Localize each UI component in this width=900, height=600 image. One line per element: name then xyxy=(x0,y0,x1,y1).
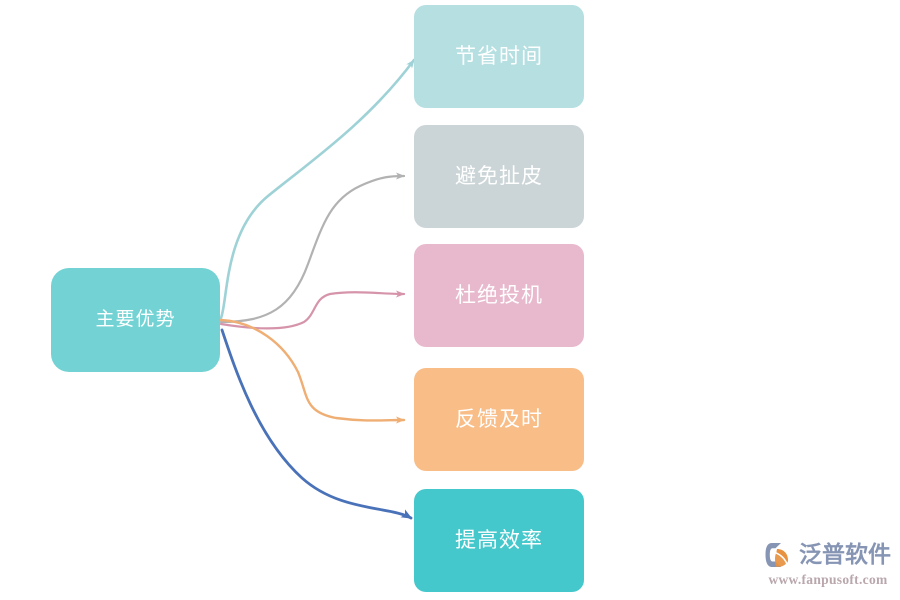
watermark: 泛普软件 www.fanpusoft.com xyxy=(762,536,894,592)
root-node-label: 主要优势 xyxy=(95,308,176,330)
watermark-url: www.fanpusoft.com xyxy=(768,571,888,587)
connector-to-branch-0 xyxy=(219,58,416,320)
branch-node-timely-feedback[interactable]: 反馈及时 xyxy=(414,368,584,471)
root-node[interactable]: 主要优势 xyxy=(51,268,220,372)
branch-node-label: 节省时间 xyxy=(455,44,543,68)
branch-node-label: 杜绝投机 xyxy=(455,283,543,307)
branch-node-label: 提高效率 xyxy=(455,528,543,552)
branch-node-improve-efficiency[interactable]: 提高效率 xyxy=(414,489,584,592)
branch-node-label: 避免扯皮 xyxy=(455,164,543,188)
connector-to-branch-2 xyxy=(219,290,406,330)
fanpu-logo-icon xyxy=(765,542,788,567)
branch-node-save-time[interactable]: 节省时间 xyxy=(414,5,584,108)
branch-node-label: 反馈及时 xyxy=(455,407,543,431)
branch-node-prevent-speculation[interactable]: 杜绝投机 xyxy=(414,244,584,347)
connector-to-branch-3 xyxy=(219,318,406,424)
watermark-brand-row: 泛普软件 xyxy=(765,541,891,569)
watermark-brand-name: 泛普软件 xyxy=(799,541,891,567)
connector-to-branch-4 xyxy=(220,328,413,520)
connector-to-branch-1 xyxy=(219,172,406,324)
branch-node-avoid-disputes[interactable]: 避免扯皮 xyxy=(414,125,584,228)
